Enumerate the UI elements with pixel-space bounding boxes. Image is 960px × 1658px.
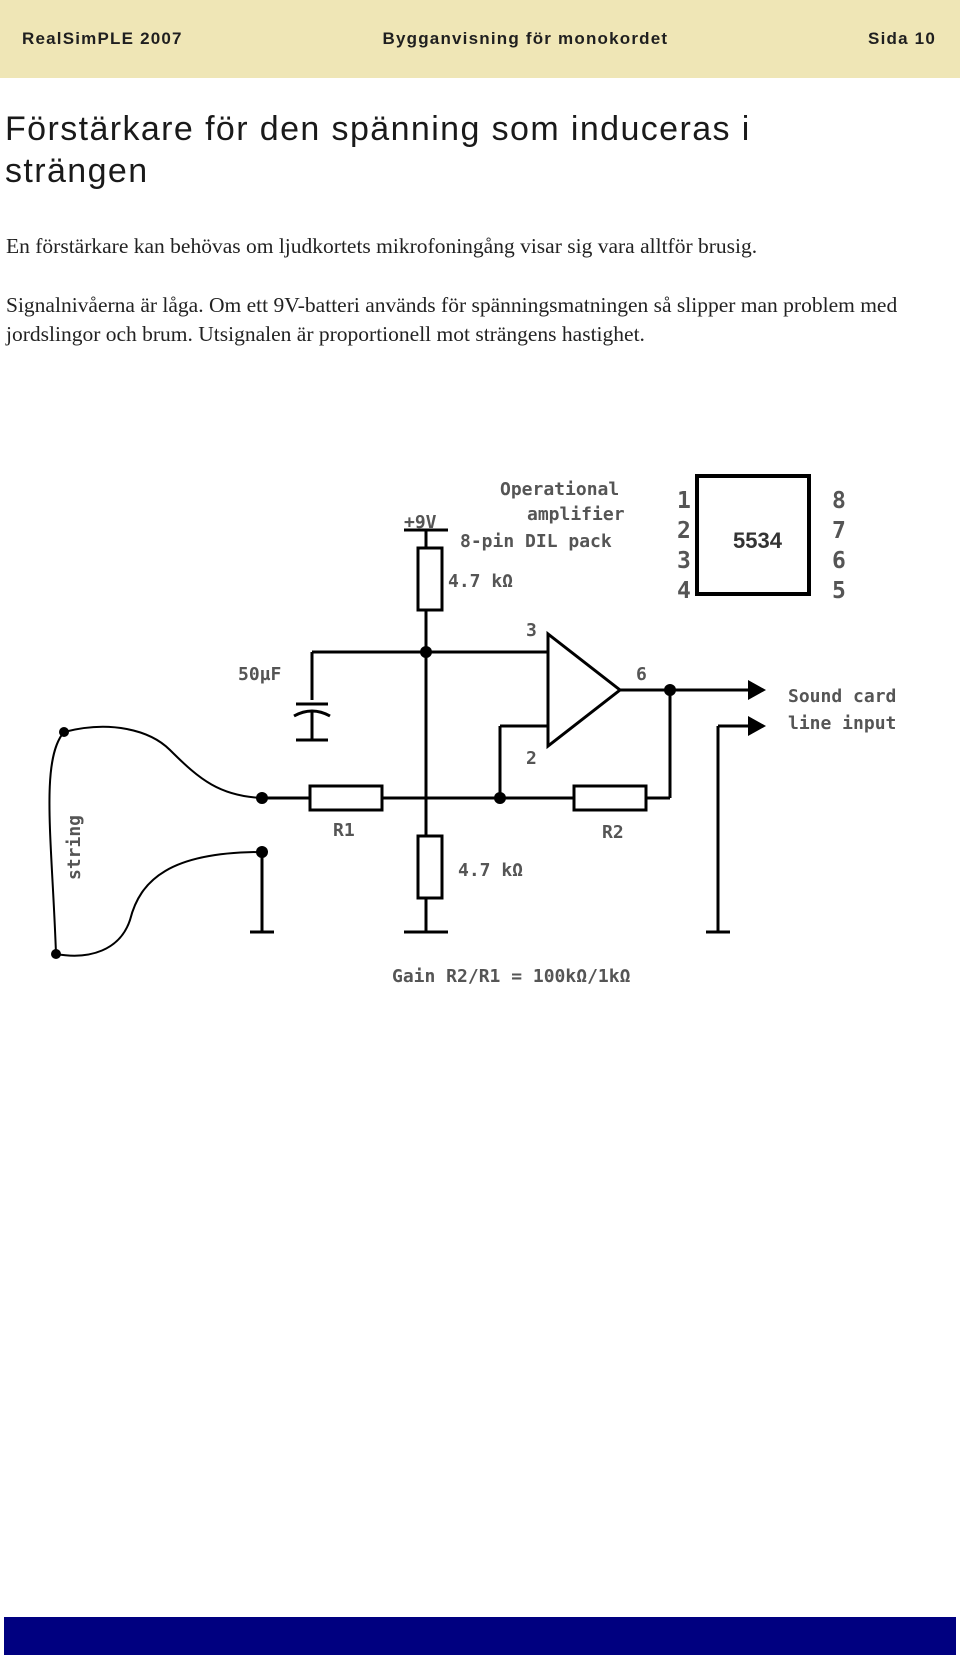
paragraph-2: Signalnivåerna är låga. Om ett 9V-batter… [6,293,898,346]
amplifier-schematic: +9V Operational amplifier 8-pin DIL pack… [48,474,896,987]
output-arrow-1 [748,680,766,700]
schematic-junctions [51,646,766,959]
page-title: Förstärkare för den spänning som inducer… [5,110,751,190]
output-label-2: line input [788,713,896,734]
resistor-bottom [416,834,444,900]
resistor-r2 [572,784,648,812]
r2-label: R2 [602,822,624,843]
pin-3: 3 [677,548,691,574]
pin-6: 6 [832,548,846,574]
footer-bar [4,1617,956,1655]
header-left: RealSimPLE 2007 [22,29,183,48]
page-header: RealSimPLE 2007 Bygganvisning för monoko… [0,0,960,78]
pin-4: 4 [677,578,691,604]
resistor-top [416,546,444,612]
resistor-top-label: 4.7 kΩ [448,571,513,592]
paragraph-1: En förstärkare kan behövas om ljudkortet… [6,234,758,258]
string-symbol [48,725,263,957]
chip-pin-numbers: 1 2 3 4 8 7 6 5 [677,488,846,604]
capacitor-label: 50µF [238,664,281,685]
opamp-symbol [546,630,623,750]
pin-minus-label: 2 [526,748,537,769]
opamp-label-1: Operational [500,479,619,500]
pin-out-label: 6 [636,664,647,685]
schematic-components [308,474,811,900]
gain-label: Gain R2/R1 = 100kΩ/1kΩ [392,966,631,987]
pin-1: 1 [677,488,691,514]
chip-package [695,474,811,596]
output-label-1: Sound card [788,686,896,707]
opamp-label-2: amplifier [527,504,625,525]
string-label: string [64,815,85,880]
output-arrow-2 [748,716,766,736]
capacitor-symbol [293,702,331,742]
pin-plus-label: 3 [526,620,537,641]
supply-label: +9V [404,512,437,533]
pin-8: 8 [832,488,846,514]
opamp-label-3: 8-pin DIL pack [460,531,612,552]
r1-label: R1 [333,820,355,841]
pin-7: 7 [832,518,846,544]
header-center: Bygganvisning för monokordet [382,29,669,48]
pin-2: 2 [677,518,691,544]
resistor-r1 [308,784,384,812]
pin-5: 5 [832,578,846,604]
header-page-number: Sida 10 [868,29,936,48]
resistor-bottom-label: 4.7 kΩ [458,860,523,881]
schematic-labels: +9V Operational amplifier 8-pin DIL pack… [64,479,896,987]
chip-label: 5534 [733,528,783,553]
schematic-wires [250,528,748,934]
